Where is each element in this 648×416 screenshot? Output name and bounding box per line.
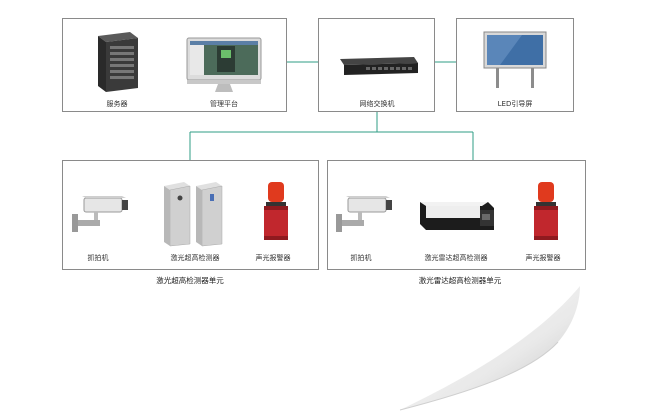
left-detector-label: 激光超高检测器 <box>170 254 220 262</box>
server-icon <box>98 32 138 92</box>
left-alarm-label: 声光报警器 <box>255 254 291 262</box>
right-alarm-label: 声光报警器 <box>525 254 561 262</box>
lidar-detector-icon <box>420 202 494 230</box>
led-screen-icon <box>483 31 547 88</box>
laser-detector-icon <box>164 182 223 247</box>
switch-label: 网络交换机 <box>359 100 395 108</box>
page-curl-decoration <box>399 286 580 411</box>
led-label: LED引导屏 <box>497 100 533 108</box>
platform-label: 管理平台 <box>210 100 238 108</box>
server-label: 服务器 <box>106 100 128 108</box>
alarm-icon <box>534 182 558 240</box>
alarm-icon <box>264 182 288 240</box>
camera-icon <box>72 196 128 232</box>
right-detector-label: 激光雷达超高检测器 <box>424 254 488 262</box>
right-unit-caption: 激光雷达超高检测器单元 <box>418 276 502 285</box>
right-camera-label: 抓拍机 <box>350 254 372 262</box>
left-camera-label: 抓拍机 <box>87 254 109 262</box>
camera-icon <box>336 196 392 232</box>
left-unit-caption: 激光超高检测器单元 <box>156 276 224 285</box>
monitor-icon <box>186 37 262 92</box>
network-switch-icon <box>340 57 418 75</box>
